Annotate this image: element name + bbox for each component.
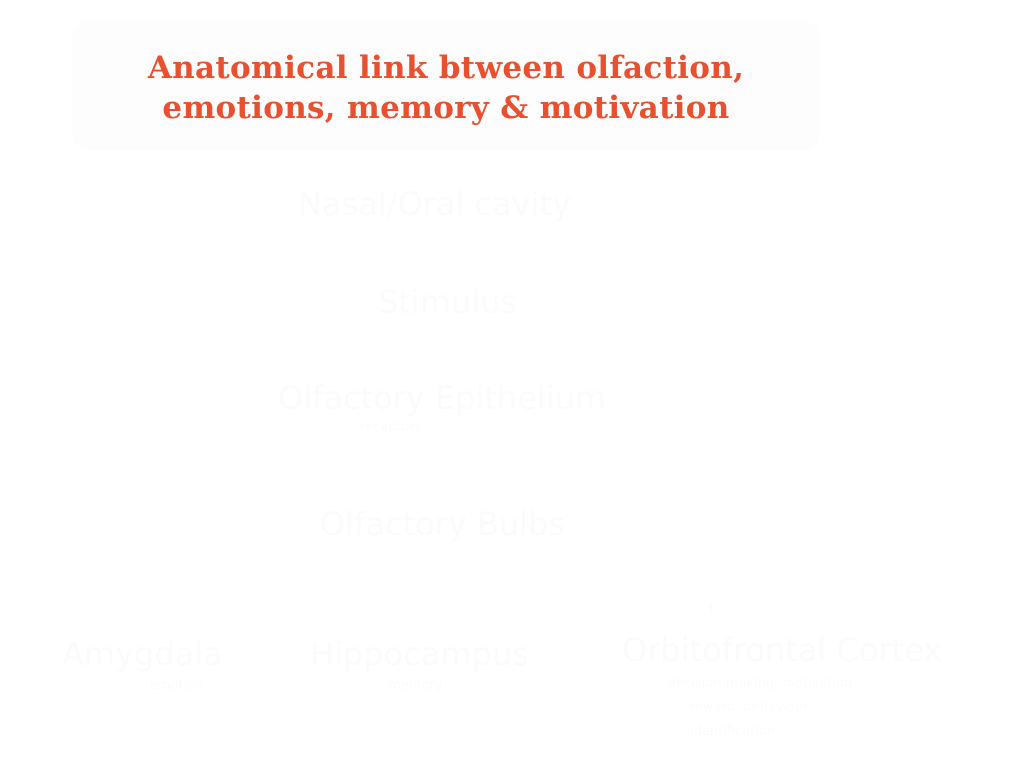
node-olfactory-bulbs: Olfactory Bulbs xyxy=(320,505,566,543)
node-orbitofrontal-cortex: Orbitofrontal Cortex xyxy=(622,631,943,669)
title-line-1: Anatomical link btween olfaction, xyxy=(147,50,745,86)
node-amygdala-subtitle: emotion xyxy=(150,678,204,693)
node-orbitofrontal-cortex-subtitle-2: reward, behaviour xyxy=(690,700,809,715)
title-box: Anatomical link btween olfaction, emotio… xyxy=(72,20,820,150)
diagram-title: Anatomical link btween olfaction, emotio… xyxy=(72,48,820,128)
node-orbitofrontal-cortex-subtitle-3: identification xyxy=(690,724,776,739)
node-stimulus: Stimulus xyxy=(378,283,518,321)
node-amygdala: Amygdala xyxy=(62,635,223,673)
title-line-2: emotions, memory & motivation xyxy=(162,90,730,126)
node-olfactory-epithelium-subtitle: receptors xyxy=(360,420,422,435)
node-hippocampus-subtitle: memory xyxy=(388,678,443,693)
node-orbitofrontal-cortex-subtitle-1: decision making, motivation xyxy=(668,676,853,691)
node-olfactory-epithelium: Olfactory Epithelium xyxy=(278,379,607,417)
node-orbitofrontal-cortex-mark: + xyxy=(706,600,717,615)
node-hippocampus: Hippocampus xyxy=(310,635,529,673)
node-nasal-oral-cavity: Nasal/Oral cavity xyxy=(298,185,572,223)
